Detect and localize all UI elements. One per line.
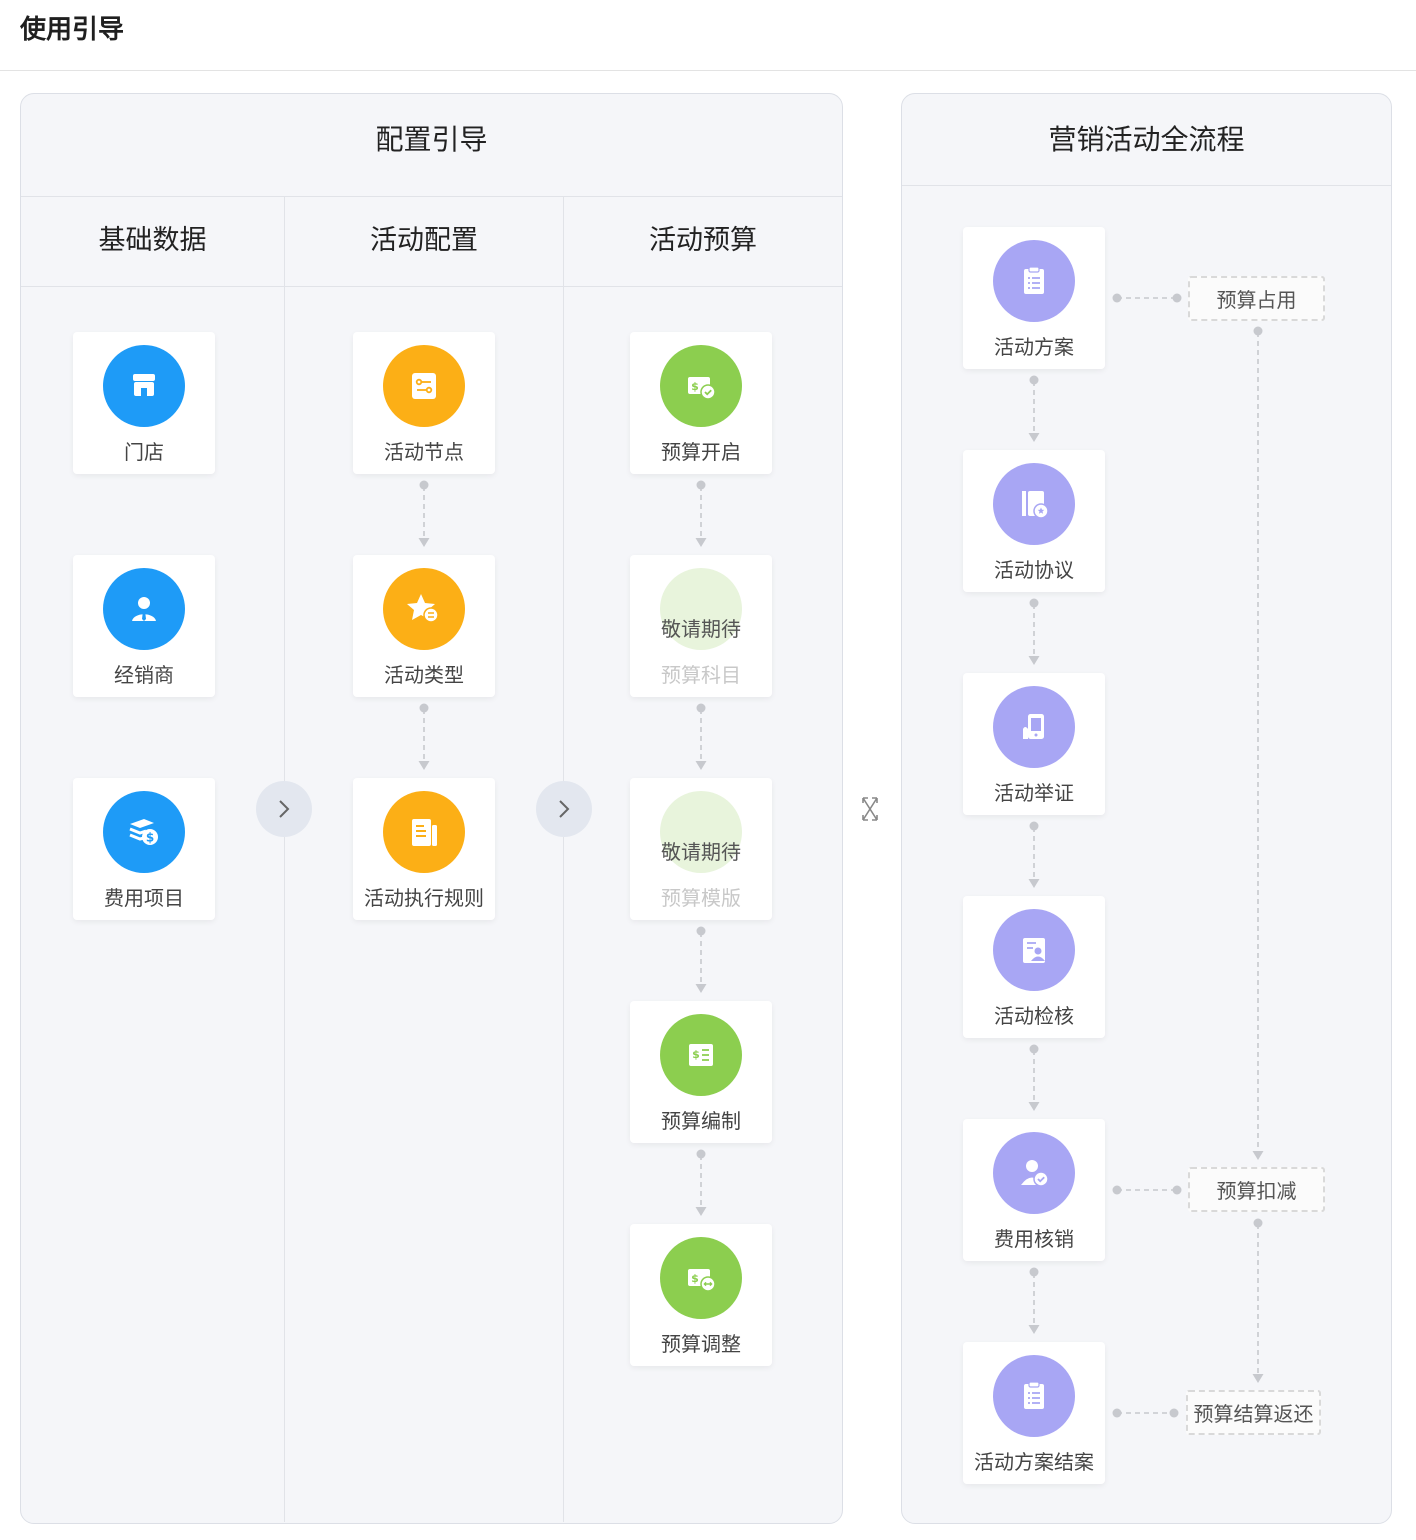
budget-settle-return-box[interactable]: 预算结算返还 (1186, 1390, 1321, 1435)
card-label: 门店 (124, 440, 164, 464)
card-activity-plan-close[interactable]: 活动方案结案 (963, 1342, 1105, 1484)
card-budget-compile[interactable]: $ 预算编制 (630, 1001, 772, 1143)
svg-text:$: $ (691, 1272, 699, 1285)
card-activity-node[interactable]: 活动节点 (353, 332, 495, 474)
coming-soon-label: 敬请期待 (661, 617, 741, 641)
card-budget-adjust[interactable]: $ 预算调整 (630, 1224, 772, 1366)
node-settings-icon (383, 345, 465, 427)
card-label: 费用项目 (104, 886, 184, 910)
card-activity-plan[interactable]: 活动方案 (963, 227, 1105, 369)
card-activity-type[interactable]: 活动类型 (353, 555, 495, 697)
coming-soon-label: 敬请期待 (661, 840, 741, 864)
svg-text:$: $ (691, 380, 699, 393)
card-budget-subject: 敬请期待 预算科目 (630, 555, 772, 697)
page-title: 使用引导 (20, 15, 125, 45)
card-label: 预算调整 (661, 1332, 741, 1356)
rule-document-icon (383, 791, 465, 873)
card-activity-evidence[interactable]: 活动举证 (963, 673, 1105, 815)
card-budget-open[interactable]: $ 预算开启 (630, 332, 772, 474)
card-label: 活动检核 (994, 1004, 1074, 1028)
chevron-right-icon (279, 800, 290, 818)
card-label: 活动举证 (994, 781, 1074, 805)
card-label: 经销商 (114, 663, 174, 687)
config-guide-title: 配置引导 (21, 94, 842, 197)
evidence-phone-icon (993, 686, 1075, 768)
money-stack-icon: $ (103, 791, 185, 873)
title-divider (0, 70, 1416, 71)
card-label: 活动执行规则 (364, 886, 484, 910)
budget-deduct-box[interactable]: 预算扣减 (1188, 1167, 1325, 1212)
card-label: 活动协议 (994, 558, 1074, 582)
card-activity-agreement[interactable]: 活动协议 (963, 450, 1105, 592)
card-label: 预算模版 (661, 886, 741, 910)
card-label: 活动类型 (384, 663, 464, 687)
inspection-icon (993, 909, 1075, 991)
card-activity-rule[interactable]: 活动执行规则 (353, 778, 495, 920)
next-column-button[interactable] (536, 781, 592, 837)
card-label: 预算开启 (661, 440, 741, 464)
budget-open-icon: $ (660, 345, 742, 427)
card-store[interactable]: 门店 (73, 332, 215, 474)
budget-adjust-icon: $ (660, 1237, 742, 1319)
column-divider (563, 196, 564, 1522)
card-budget-template: 敬请期待 预算模版 (630, 778, 772, 920)
store-icon (103, 345, 185, 427)
card-expense-item[interactable]: $ 费用项目 (73, 778, 215, 920)
card-expense-verification[interactable]: 费用核销 (963, 1119, 1105, 1261)
card-label: 活动方案 (994, 335, 1074, 359)
star-type-icon (383, 568, 465, 650)
clipboard-icon (993, 240, 1075, 322)
card-label: 预算编制 (661, 1109, 741, 1133)
next-column-button[interactable] (256, 781, 312, 837)
card-label: 预算科目 (661, 663, 741, 687)
card-label: 活动方案结案 (974, 1450, 1094, 1474)
budget-compile-icon: $ (660, 1014, 742, 1096)
dealer-icon (103, 568, 185, 650)
verify-user-icon (993, 1132, 1075, 1214)
card-dealer[interactable]: 经销商 (73, 555, 215, 697)
card-label: 活动节点 (384, 440, 464, 464)
budget-occupy-box[interactable]: 预算占用 (1188, 276, 1325, 321)
card-label: 费用核销 (994, 1227, 1074, 1251)
agreement-icon (993, 463, 1075, 545)
column-title-basic-data: 基础数据 (21, 196, 284, 287)
clipboard-icon (993, 1355, 1075, 1437)
svg-text:$: $ (692, 1048, 700, 1061)
chevron-right-icon (559, 800, 570, 818)
budget-subject-icon (660, 568, 742, 650)
svg-text:$: $ (146, 831, 154, 845)
expand-icon[interactable] (861, 796, 879, 822)
marketing-flow-title: 营销活动全流程 (902, 94, 1391, 186)
column-divider (284, 196, 285, 1522)
column-title-activity-budget: 活动预算 (564, 196, 842, 287)
column-title-activity-config: 活动配置 (285, 196, 563, 287)
budget-template-icon (660, 791, 742, 873)
card-activity-inspection[interactable]: 活动检核 (963, 896, 1105, 1038)
